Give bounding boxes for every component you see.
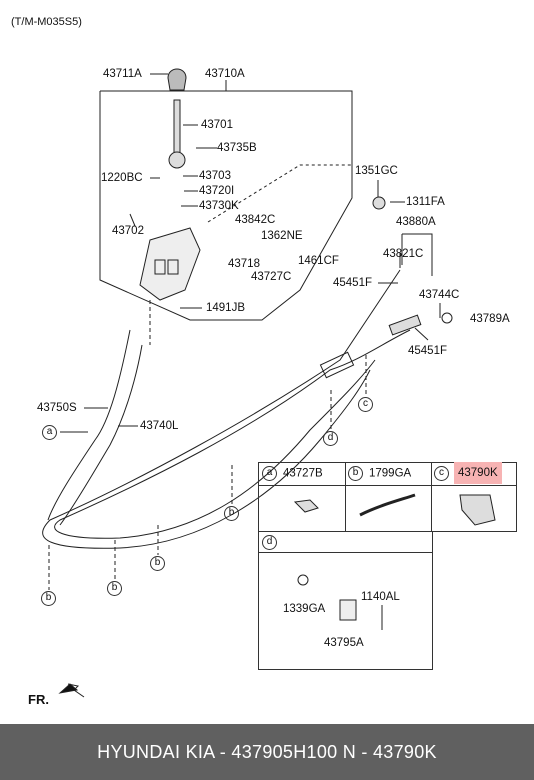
callout-43701: 43701 [201, 119, 233, 131]
legend-b-badge: b [348, 466, 363, 481]
callout-43710A: 43710A [205, 68, 245, 80]
callout-43740L: 43740L [140, 420, 179, 432]
diagram-code: (T/M-M035S5) [11, 16, 82, 28]
marker-b-3: b [107, 581, 122, 596]
callout-1351GC: 1351GC [355, 165, 398, 177]
callout-43720I: 43720I [199, 185, 235, 197]
marker-b-1: b [224, 506, 239, 521]
housing-outline [99, 90, 353, 321]
callout-43842C: 43842C [235, 214, 276, 226]
callout-45451F-bottom: 45451F [408, 345, 448, 357]
shift-knob [167, 68, 187, 91]
callout-1311FA: 1311FA [406, 196, 445, 208]
callout-1362NE: 1362NE [261, 230, 303, 242]
legend-d-part-43795A: 43795A [324, 637, 364, 649]
callout-43750S: 43750S [37, 402, 77, 414]
marker-c: c [358, 397, 373, 412]
front-direction-label: FR. [28, 692, 49, 707]
callout-43718: 43718 [228, 258, 260, 270]
callout-43789A: 43789A [470, 313, 510, 325]
callout-43735B: 43735B [217, 142, 257, 154]
marker-b-2: b [150, 556, 165, 571]
callout-1220BC: 1220BC [101, 172, 143, 184]
callout-43880A: 43880A [396, 216, 436, 228]
legend-d-part-1339GA: 1339GA [283, 603, 326, 615]
callout-43727C: 43727C [251, 271, 292, 283]
legend-a-part: 43727B [283, 467, 323, 480]
legend-d-badge: d [262, 535, 277, 550]
callout-1491JB: 1491JB [206, 302, 246, 314]
callout-43703: 43703 [199, 170, 231, 182]
legend-c-part-highlight: 43790K [454, 462, 502, 484]
marker-b-4: b [41, 591, 56, 606]
legend-d-part-1140AL: 1140AL [361, 591, 400, 603]
callout-45451F-top: 45451F [333, 277, 373, 289]
callout-43821C: 43821C [383, 248, 424, 260]
legend-a-badge: a [262, 466, 277, 481]
callout-43702: 43702 [112, 225, 144, 237]
callout-43711A: 43711A [103, 68, 142, 80]
marker-d: d [323, 431, 338, 446]
legend-c-badge: c [434, 466, 449, 481]
marker-a: a [42, 425, 57, 440]
callout-1461CF: 1461CF [298, 255, 339, 267]
callout-43730K: 43730K [199, 200, 239, 212]
legend-row-bottom [258, 531, 433, 670]
legend-b-part: 1799GA [369, 467, 412, 480]
part-number-footer: HYUNDAI KIA - 437905H100 N - 43790K [0, 724, 534, 780]
callout-43744C: 43744C [419, 289, 460, 301]
